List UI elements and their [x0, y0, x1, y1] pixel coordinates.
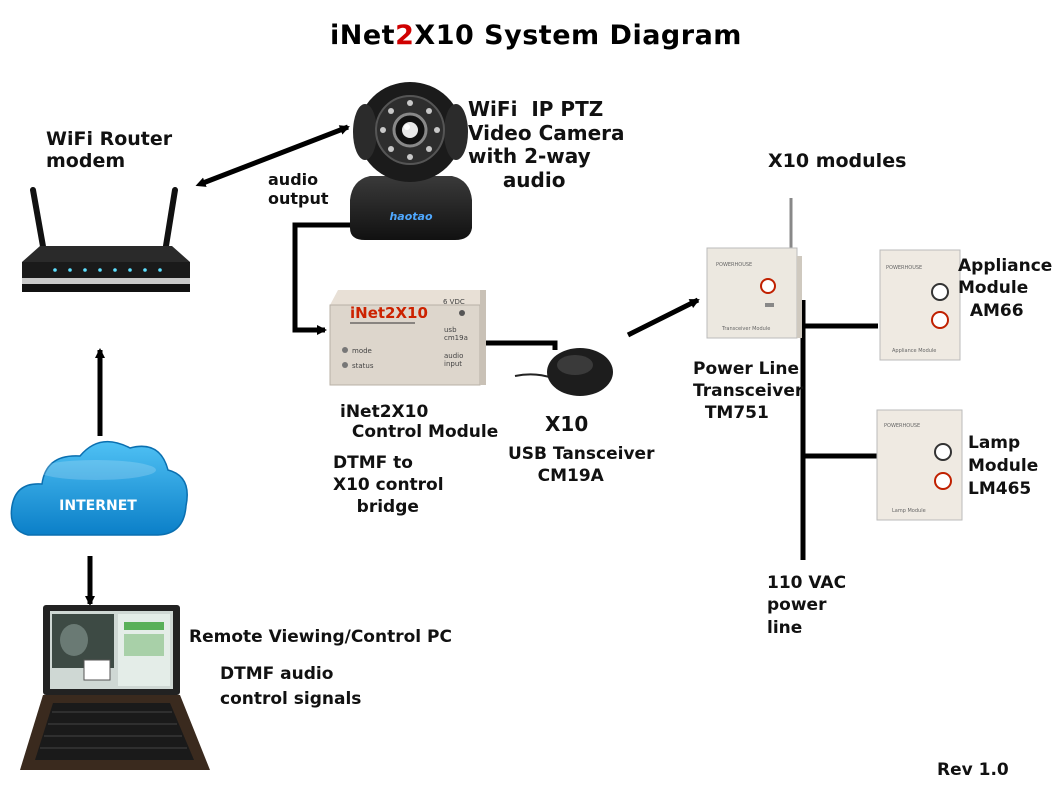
remote-pc-label: Remote Viewing/Control PC [189, 627, 452, 647]
laptop-icon [20, 605, 210, 770]
camera-icon: haotao [350, 82, 472, 240]
usb-transceiver-label: USB Tansceiver CM19A [508, 444, 655, 487]
am-caption: Appliance Module [892, 348, 936, 354]
cloud-icon: INTERNET [10, 440, 188, 536]
vac-label: 110 VAC power line [767, 573, 847, 638]
connectors [85, 124, 878, 606]
internet-label: INTERNET [59, 498, 137, 514]
router-icon [22, 187, 190, 292]
x10-modules-label: X10 modules [768, 150, 907, 172]
tm-brand: POWERHOUSE [716, 262, 752, 268]
usb-transceiver-icon [514, 348, 613, 396]
transceiver-module-icon: POWERHOUSE Transceiver Module [706, 198, 802, 339]
camera-brand: haotao [389, 210, 432, 223]
usb-title-label: X10 [545, 412, 589, 436]
box-brand: iNet2X10 [350, 304, 428, 322]
diagram-title: iNet2X10 System Diagram [330, 20, 742, 51]
appliance-label: Appliance Module AM66 [958, 256, 1052, 321]
lm-caption: Lamp Module [892, 508, 926, 514]
box-led-status: status [352, 362, 374, 370]
dtmf-signals-label: DTMF audio control signals [220, 664, 362, 709]
power-line-label: Power Line Transceiver TM751 [693, 359, 804, 424]
router-camera-arrow [195, 124, 350, 187]
box-usb-line [480, 340, 558, 350]
box-led-mode: mode [352, 347, 372, 355]
router-label: WiFi Router modem [46, 128, 173, 173]
tm-caption: Transceiver Module [721, 326, 770, 332]
revision-label: Rev 1.0 [937, 760, 1009, 780]
lamp-label: Lamp Module LM465 [968, 433, 1039, 499]
box-port-power: 6 VDC [443, 298, 465, 306]
dtmf-bridge-label: DTMF to X10 control bridge [333, 453, 444, 518]
appliance-module-icon: POWERHOUSE Appliance Module [879, 249, 961, 361]
audio-output-line [292, 222, 352, 335]
camera-label: WiFi IP PTZ Video Camera with 2-way audi… [468, 97, 625, 192]
control-module-label: iNet2X10 Control Module [340, 402, 499, 443]
lamp-module-icon: POWERHOUSE Lamp Module [876, 409, 963, 521]
audio-output-label: audio output [268, 170, 329, 209]
lm-brand: POWERHOUSE [884, 423, 920, 429]
am-brand: POWERHOUSE [886, 265, 922, 271]
usb-transceiver-arrow [626, 297, 700, 338]
